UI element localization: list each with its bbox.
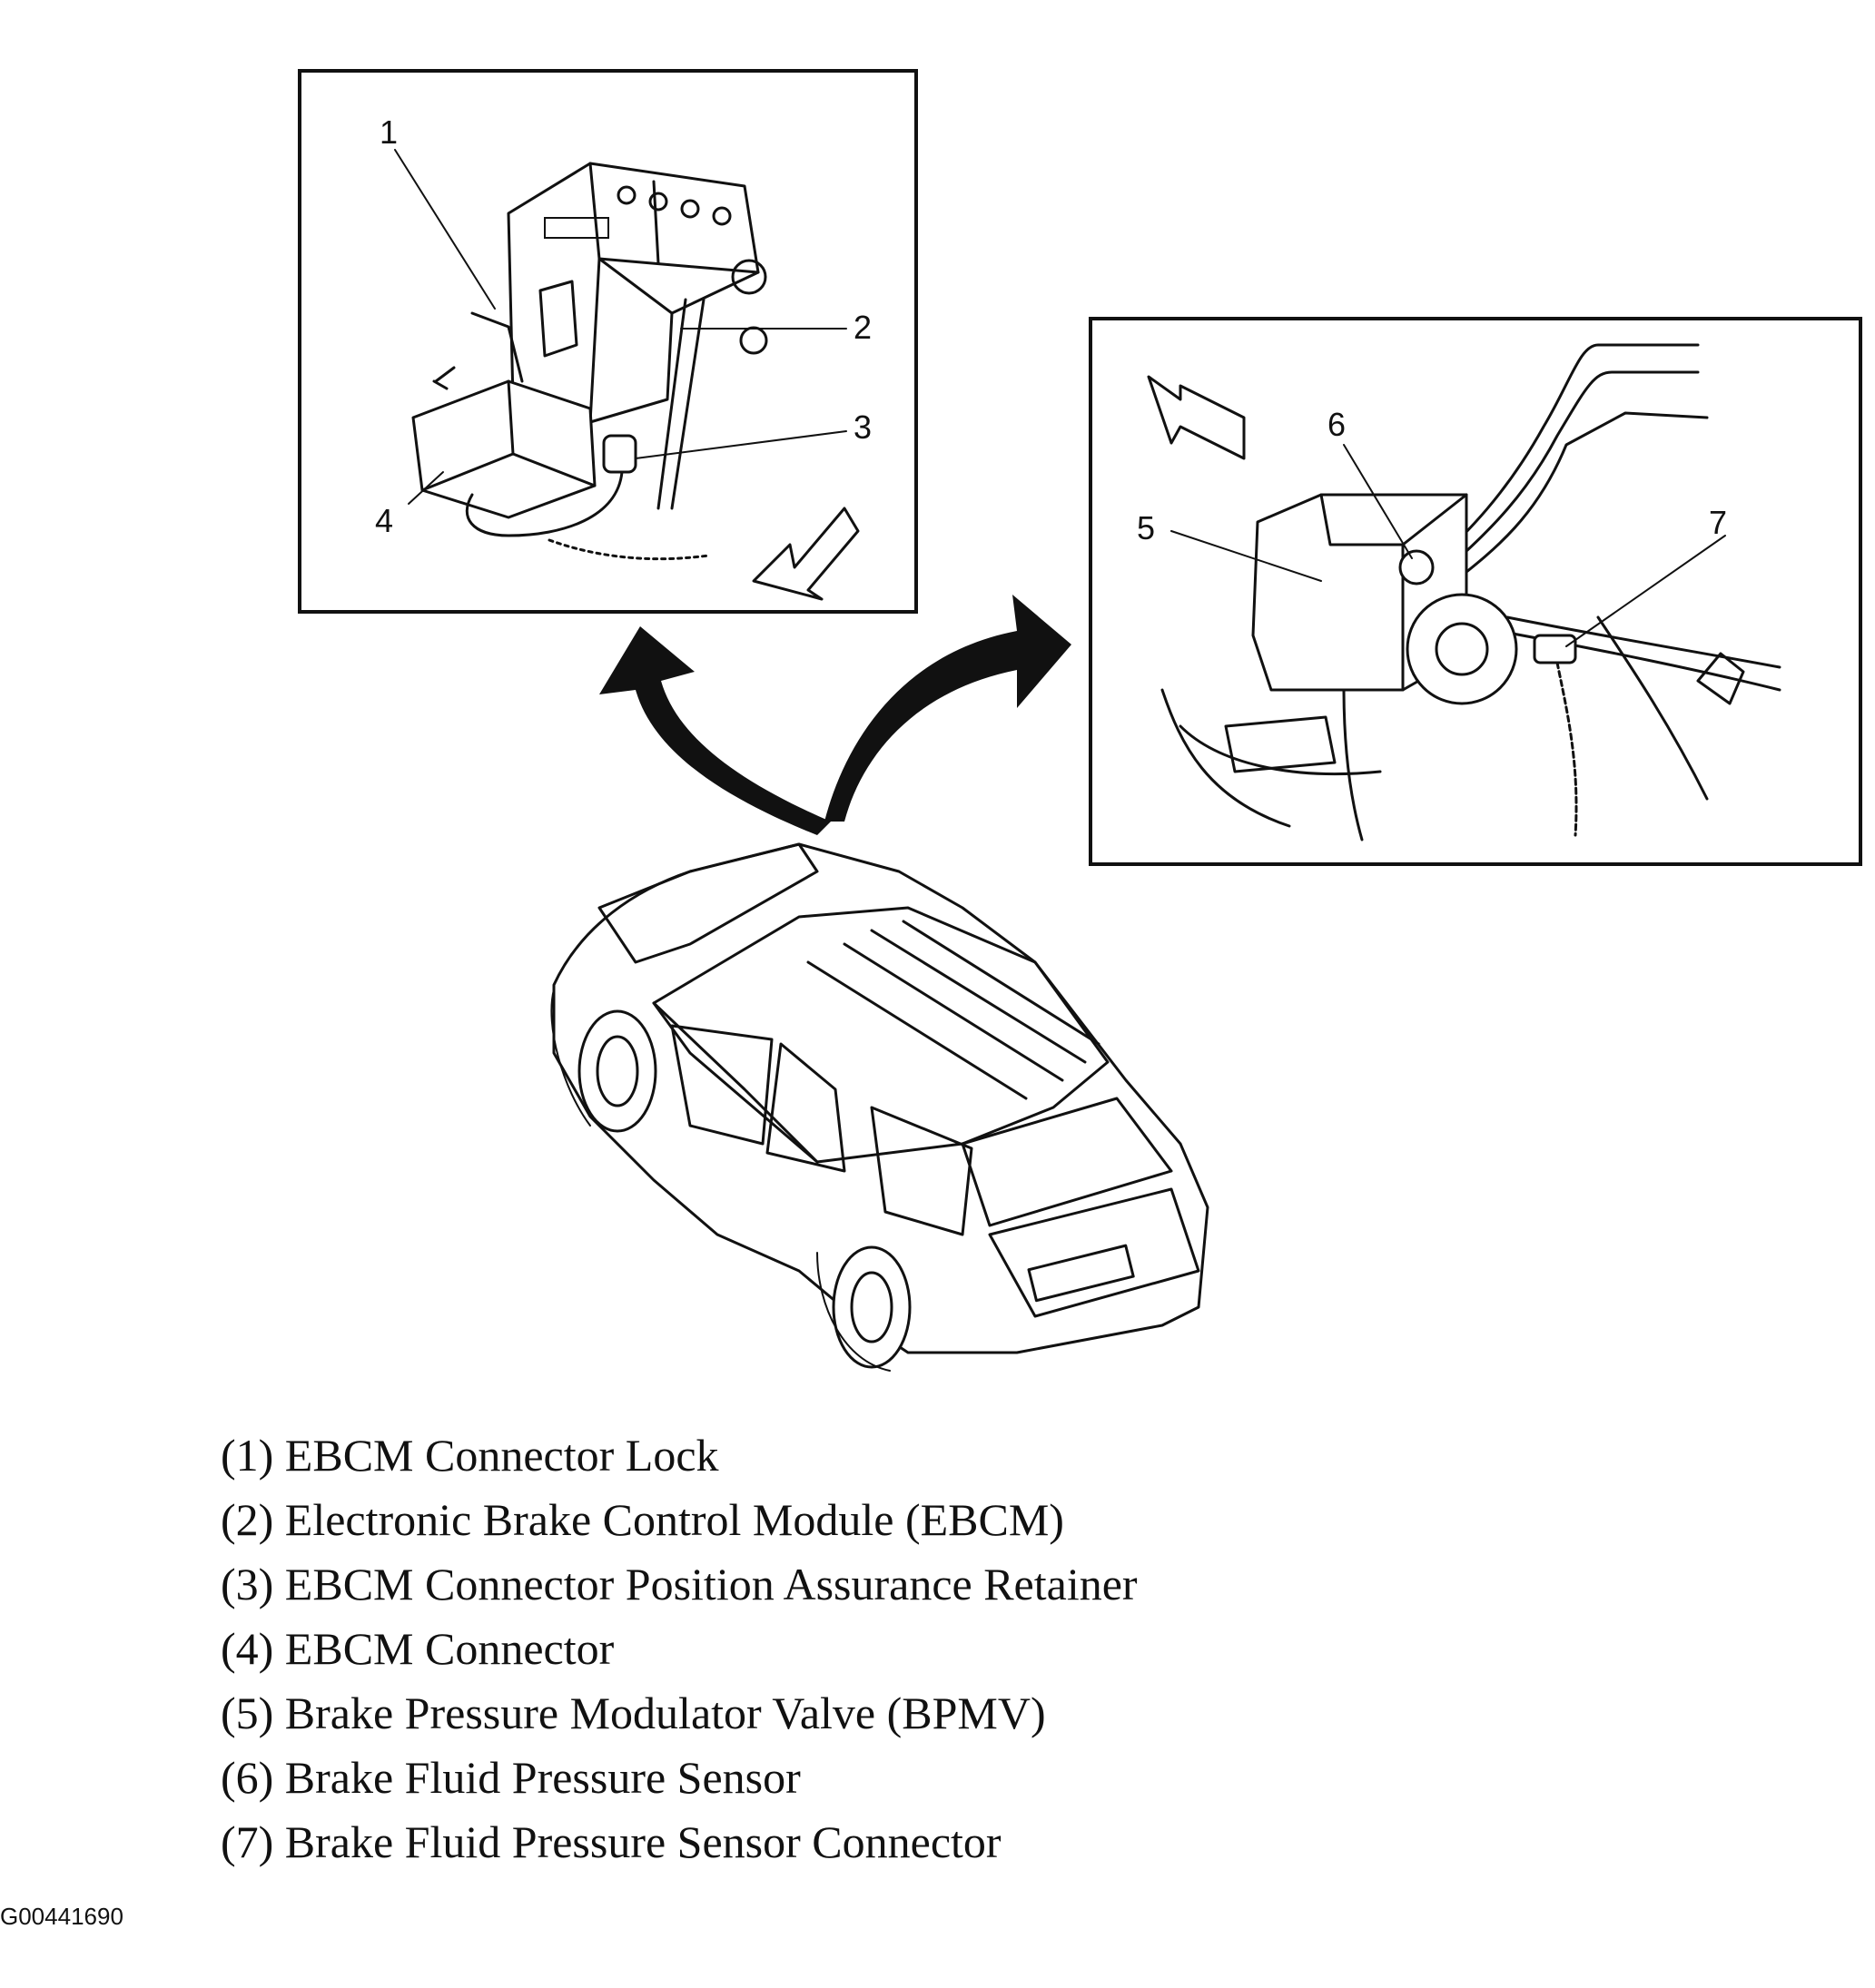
callout-6: 6 bbox=[1327, 406, 1346, 443]
legend-item-3: (3) EBCM Connector Position Assurance Re… bbox=[221, 1559, 1138, 1609]
bpmv-detail-inset bbox=[1089, 317, 1862, 866]
legend-item-1: (1) EBCM Connector Lock bbox=[221, 1430, 719, 1481]
pointer-arrows bbox=[599, 595, 1071, 835]
legend-item-4: (4) EBCM Connector bbox=[221, 1623, 615, 1674]
callout-2: 2 bbox=[854, 309, 872, 346]
parts-legend: (1) EBCM Connector Lock (2) Electronic B… bbox=[221, 1423, 1138, 1875]
vehicle-illustration bbox=[550, 842, 1209, 1372]
legend-item-7: (7) Brake Fluid Pressure Sensor Connecto… bbox=[221, 1816, 1002, 1867]
legend-item-5: (5) Brake Pressure Modulator Valve (BPMV… bbox=[221, 1688, 1046, 1738]
callout-4: 4 bbox=[375, 502, 393, 539]
callout-7: 7 bbox=[1709, 504, 1727, 541]
callout-5: 5 bbox=[1137, 509, 1155, 546]
figure-id: G00441690 bbox=[0, 1903, 123, 1930]
callout-1: 1 bbox=[380, 113, 398, 151]
callout-3: 3 bbox=[854, 408, 872, 446]
ebcm-detail-inset bbox=[298, 69, 918, 614]
legend-item-6: (6) Brake Fluid Pressure Sensor bbox=[221, 1752, 801, 1803]
legend-item-2: (2) Electronic Brake Control Module (EBC… bbox=[221, 1494, 1064, 1545]
